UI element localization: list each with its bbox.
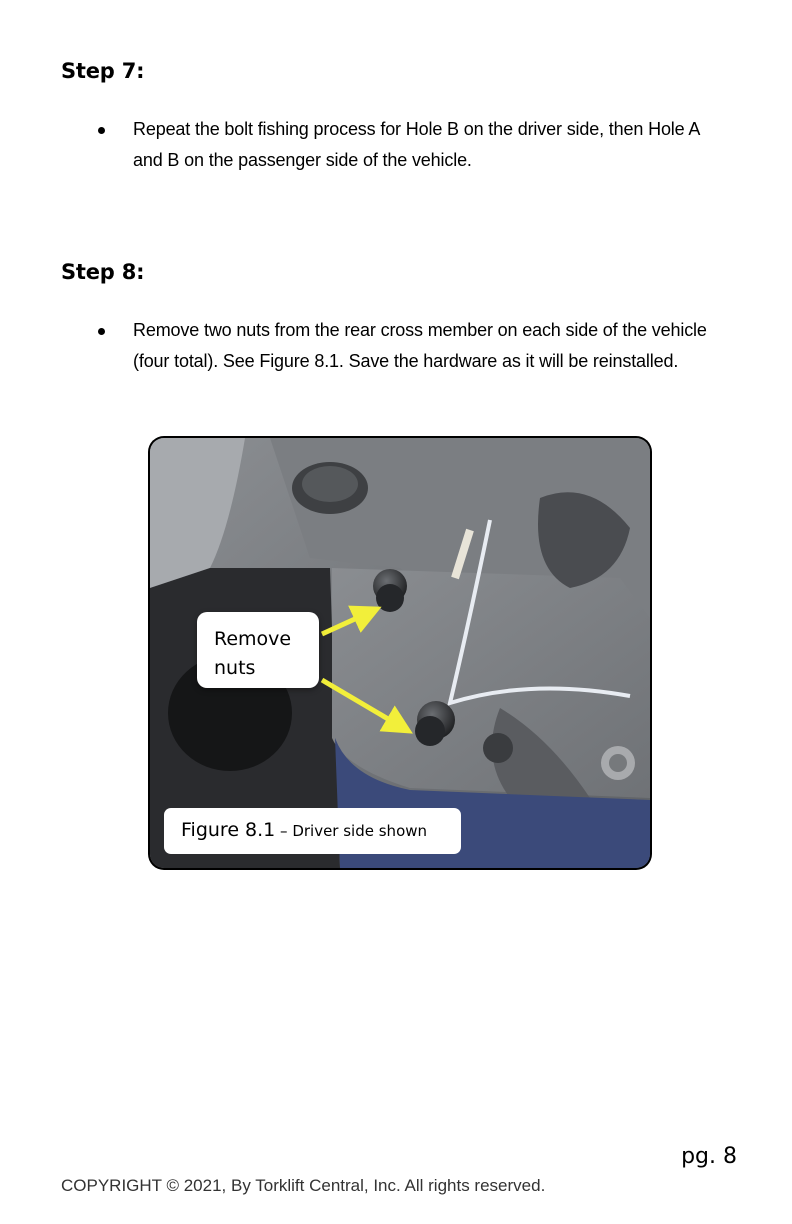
copyright-notice: COPYRIGHT © 2021, By Torklift Central, I…: [61, 1176, 546, 1195]
callout-line-1: Remove: [214, 628, 292, 650]
figure-caption: Figure 8.1 – Driver side shown: [164, 808, 461, 854]
arrow-lower-nut: [320, 677, 413, 734]
figure-caption-description: – Driver side shown: [275, 822, 428, 840]
step-8-bullet-list: Remove two nuts from the rear cross memb…: [0, 315, 792, 377]
list-item: Remove two nuts from the rear cross memb…: [0, 315, 792, 377]
step-8-heading: Step 8:: [61, 260, 145, 284]
bullet-icon: [98, 328, 105, 335]
list-item: Repeat the bolt fishing process for Hole…: [0, 114, 792, 176]
arrow-upper-nut: [320, 605, 382, 637]
remove-nuts-callout: Remove nuts: [197, 612, 319, 688]
page-number: pg. 8: [681, 1144, 737, 1169]
step-7-heading: Step 7:: [61, 59, 145, 83]
callout-line-2: nuts: [214, 657, 256, 679]
figure-8-1-photo: Remove nuts Figure 8.1 – Driver side sho…: [150, 438, 650, 868]
step-7-instruction: Repeat the bolt fishing process for Hole…: [133, 119, 700, 170]
step-7-bullet-list: Repeat the bolt fishing process for Hole…: [0, 114, 792, 176]
figure-caption-label: Figure 8.1: [181, 819, 276, 841]
bullet-icon: [98, 127, 105, 134]
step-8-instruction: Remove two nuts from the rear cross memb…: [133, 320, 707, 371]
